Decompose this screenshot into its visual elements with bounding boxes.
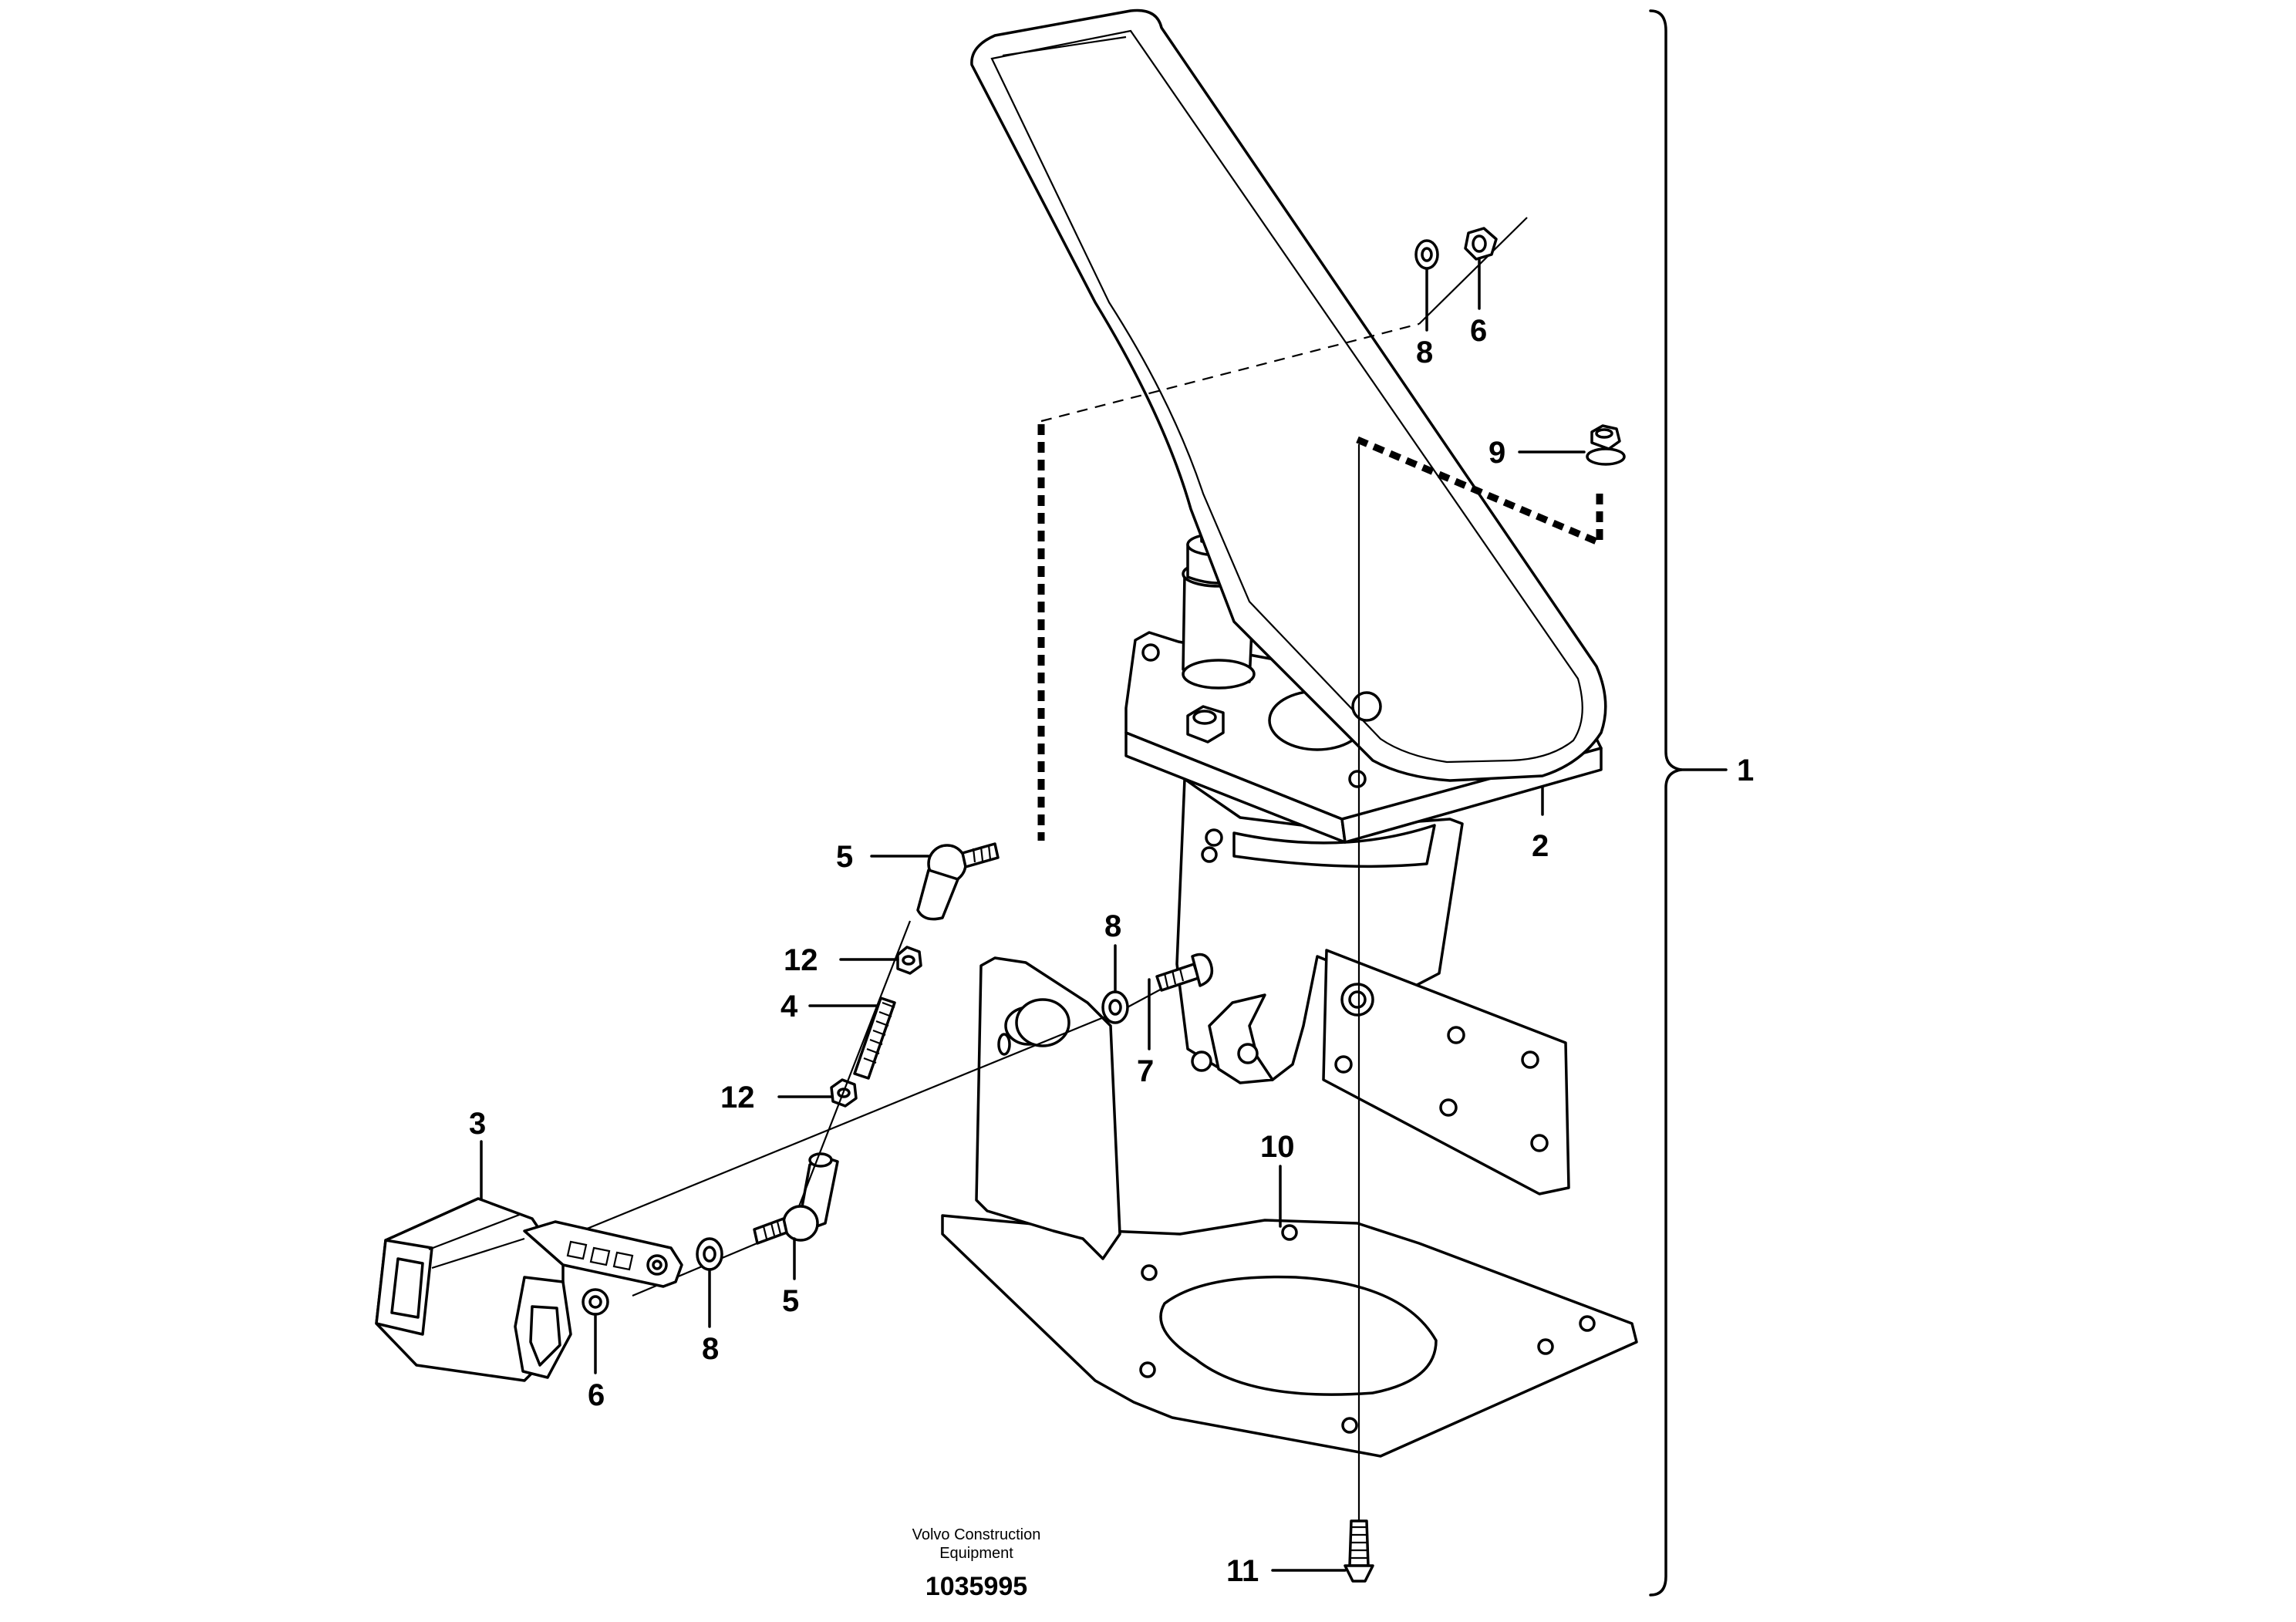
figure-number: 1035995 [925,1572,1027,1601]
callout-5-bottom: 5 [782,1284,799,1318]
leader-lines [480,258,1586,1572]
threaded-rod [853,996,896,1080]
callout-11: 11 [1226,1554,1259,1588]
callout-6-bottom: 6 [588,1378,605,1412]
guide-line-fastener-top [1418,217,1528,325]
callout-6-top: 6 [1470,314,1487,348]
washer-bottom [696,1237,723,1271]
nut-top [1464,227,1498,261]
pivot-nut [1186,705,1225,744]
phantom-line-right [1356,436,1598,545]
base-plate [941,1214,1638,1458]
callout-8-mid: 8 [1104,909,1121,943]
callout-2: 2 [1532,829,1549,863]
pedal-pad [970,8,1607,782]
callout-numbers: 1 2 3 4 5 5 6 6 7 8 8 8 9 10 11 12 12 [469,314,1754,1588]
callout-5-top: 5 [836,840,853,874]
hex-nut-upper [896,946,922,975]
callout-7: 7 [1137,1054,1154,1088]
assembly-brace [1649,9,1683,1597]
callout-8-top: 8 [1416,336,1433,369]
washer-top [1414,239,1439,270]
bolt [1155,953,1214,992]
sensor-nut [582,1288,609,1316]
linkage-axis [797,920,912,1207]
callout-12-bottom: 12 [720,1081,755,1114]
callout-3: 3 [469,1107,486,1141]
guide-line-top [1040,322,1420,423]
flange-nut [1586,424,1626,466]
manufacturer-line-2: Equipment [939,1545,1013,1562]
guide-line-sensor-to-bracket [539,1007,1125,1249]
callout-8-bottom: 8 [702,1332,719,1366]
callout-10: 10 [1260,1130,1295,1164]
callout-12-top: 12 [784,943,818,977]
callout-1: 1 [1737,754,1754,787]
ball-joint-bottom [753,1152,839,1245]
callout-9: 9 [1489,436,1505,470]
footer: Volvo Construction Equipment 1035995 [912,1526,1041,1601]
position-sensor [375,1197,683,1382]
washer-mid [1101,990,1129,1024]
mounting-bracket [975,956,1121,1260]
countersunk-screw [1344,1519,1374,1583]
side-mounting-plate [1322,949,1570,1195]
callout-4: 4 [781,990,798,1023]
manufacturer-line-1: Volvo Construction [912,1526,1041,1543]
ball-joint-top [916,842,1000,921]
